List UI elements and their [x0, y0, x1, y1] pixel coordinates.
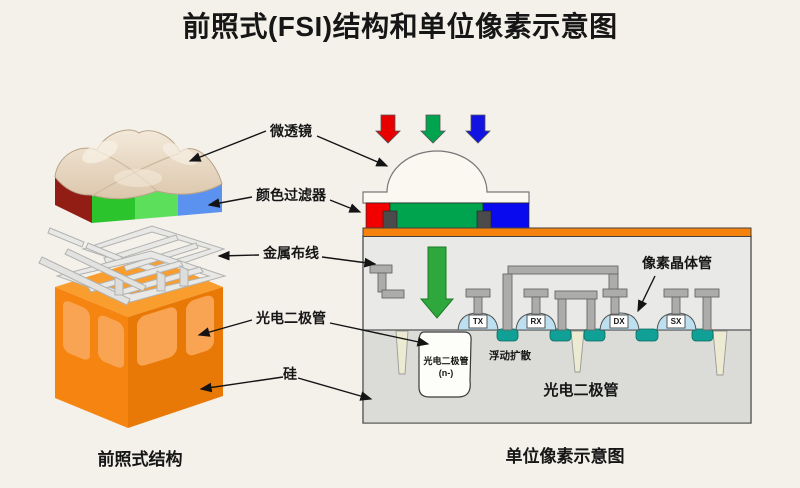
color-filter-pointer-right: [329, 199, 362, 213]
pixel-transistor-pointer: [637, 275, 656, 313]
label-photodiode-region: 光电二极管: [543, 382, 619, 399]
contact-post: [473, 296, 483, 315]
contact-pad: [663, 288, 689, 298]
wiring-long-bar: [38, 256, 131, 306]
contact-pad: [465, 288, 491, 298]
contact-post: [586, 298, 596, 331]
diffusion-region: [691, 328, 714, 342]
wiring-via: [156, 270, 166, 292]
label-microlens: 微透镜: [270, 123, 312, 139]
contact-post: [610, 296, 620, 315]
wiring-long-bar: [64, 248, 147, 292]
green-light-arrow-icon: [420, 114, 446, 144]
contact-pad: [523, 288, 549, 298]
microlens-cross-section: [362, 150, 530, 204]
contact-pad: [694, 288, 720, 298]
microlens-pointer-right: [316, 135, 389, 167]
label-gate-rx: RX: [530, 317, 542, 326]
isolation-trenches: [395, 330, 728, 376]
filter-green-segment: [389, 202, 484, 229]
metal-bar: [554, 290, 598, 300]
wiring-via: [114, 276, 124, 296]
metal-wiring-pointer-left: [217, 250, 260, 261]
label-metal-wiring: 金属布线: [263, 245, 319, 261]
silicon-block: [55, 257, 223, 428]
left-caption: 前照式结构: [97, 450, 183, 469]
isolation-trench: [712, 330, 728, 376]
contact-post: [531, 296, 541, 315]
gate-label-box-dx: [609, 314, 629, 329]
contact-post: [557, 298, 567, 331]
metal-wire: [381, 289, 405, 299]
contact-post: [608, 273, 619, 290]
orange-planarization-layer: [362, 227, 752, 237]
diffusion-region: [496, 328, 519, 342]
metal-wiring-pointer-right: [321, 256, 377, 268]
light-shield-block: [476, 210, 492, 229]
microlens-highlight: [82, 140, 118, 164]
wiring-bar: [87, 260, 184, 293]
label-photodiode: 光电二极管: [256, 310, 326, 326]
filter-face-green-dark: [92, 191, 135, 223]
label-color-filter: 颜色过滤器: [256, 187, 326, 203]
incident-light-arrow-icon: [419, 246, 455, 319]
wiring-stub: [47, 227, 85, 248]
diffusion-regions: [496, 328, 714, 342]
light-shield-block: [382, 210, 398, 229]
microlens-cap: [54, 129, 223, 200]
rgb-light-arrows: [375, 114, 491, 144]
label-floating-diffusion: 浮动扩散: [489, 350, 531, 362]
page-title: 前照式(FSI)结构和单位像素示意图: [182, 11, 618, 42]
pointer-arrows: [188, 130, 656, 401]
microlens-silhouette: [54, 129, 223, 200]
metal-bar: [507, 265, 619, 275]
metal-wire: [377, 272, 387, 293]
filter-face-red: [55, 177, 92, 223]
right-caption: 单位像素示意图: [505, 447, 625, 466]
photodiode-patches-right: [137, 295, 214, 366]
gate-label-box-tx: [468, 314, 488, 329]
wiring-via: [179, 265, 189, 287]
gate-label-box-rx: [526, 314, 546, 329]
label-silicon: 硅: [283, 366, 297, 382]
contact-post: [702, 296, 712, 331]
label-gate-tx: TX: [472, 317, 484, 326]
label-gate-dx: DX: [613, 317, 625, 326]
silicon-pointer-right: [297, 377, 373, 401]
metal-wiring-grid: [38, 225, 227, 306]
silicon-pointer-left: [199, 376, 284, 393]
color-filter-pointer-left: [207, 196, 253, 208]
label-photodiode-well-sub: (n-): [438, 368, 454, 378]
filter-face-green-light: [135, 187, 178, 220]
isolation-trench: [570, 330, 585, 373]
red-light-arrow-icon: [375, 114, 401, 144]
blue-light-arrow-icon: [465, 114, 491, 144]
color-filter-cross-section: [365, 202, 530, 229]
gate-label-box-sx: [666, 314, 686, 329]
label-photodiode-well: 光电二极管: [423, 356, 469, 366]
wiring-bar: [103, 234, 179, 264]
metal-interconnect: [369, 264, 720, 331]
contact-post: [671, 296, 681, 315]
label-gate-sx: SX: [670, 317, 682, 326]
isolation-trench: [395, 330, 409, 375]
metal-wire: [369, 264, 393, 274]
diffusion-region: [583, 328, 606, 342]
diffusion-region: [635, 328, 659, 342]
microlens-highlight: [114, 169, 162, 187]
diffusion-region: [549, 328, 572, 342]
microlens-pointer-left: [188, 130, 267, 162]
photodiode-pointer-left: [197, 319, 253, 337]
contact-pad: [602, 288, 628, 298]
label-pixel-transistor: 像素晶体管: [642, 255, 712, 271]
photodiode-pointer-right: [329, 322, 430, 347]
contact-post: [502, 273, 513, 331]
photodiode-patches-left: [63, 301, 124, 368]
